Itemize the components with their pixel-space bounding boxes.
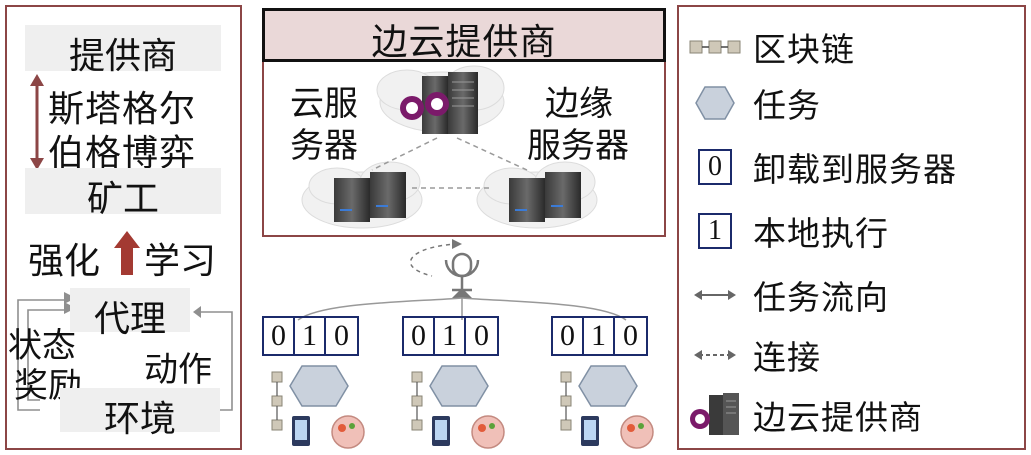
miner-group-3 [560,365,654,449]
miner-box [25,168,221,214]
offload-bit: 0 [623,319,638,352]
agent-box [70,288,190,332]
offload-bit: 0 [404,318,435,354]
offload-vector-3: 0 1 0 [551,316,648,356]
legend-local: 1 本地执行 [689,207,889,255]
access-point-graphic [297,239,627,321]
edge-server-label-1: 边缘 [545,84,613,124]
double-arrow-icon [30,74,44,170]
legend-connection: 连接 [689,331,821,379]
game-panel [5,5,242,450]
double-arrow-icon [694,290,736,300]
offload-bit: 0 [474,319,489,352]
legend-local-label: 本地执行 [753,214,889,253]
blockchain-icon [689,40,741,54]
legend-panel: 区块链 任务 0 卸载到服务器 1 本地执行 任务流向 [677,5,1026,450]
legend-task: 任务 [689,79,821,127]
offload-vector-2: 0 1 0 [402,316,499,356]
action-label: 动作 [144,350,212,390]
rl-left-label: 强化 [28,241,101,282]
miner-group-2 [411,365,505,449]
legend-provider: 边云提供商 [689,391,923,439]
legend-blockchain: 区块链 [689,23,855,71]
task-hexagon-icon [695,86,735,120]
environment-label: 环境 [103,399,176,440]
edge-server-label-2: 服务器 [527,126,629,166]
offload-zero-box: 0 [698,149,732,185]
legend-connection-label: 连接 [753,338,821,377]
provider-box [25,25,221,71]
legend-offload-label: 卸载到服务器 [753,150,957,189]
stackelberg-line-2: 伯格博弈 [48,133,197,174]
local-one-box: 1 [698,213,732,249]
agent-label: 代理 [93,299,166,340]
legend-blockchain-label: 区块链 [753,30,855,69]
offload-bit: 0 [264,318,295,354]
miner-label: 矿工 [86,179,159,220]
cloud-server-label-2: 务器 [290,126,358,166]
legend-task-flow: 任务流向 [689,271,889,319]
task-hexagon-icon [289,365,349,407]
server-icon [690,393,739,435]
stackelberg-line-1: 斯塔格尔 [48,89,197,130]
server-network-graphic [301,65,598,229]
provider-label: 提供商 [68,36,177,77]
offload-bit: 1 [295,318,326,354]
offload-bit: 1 [584,318,615,354]
legend-provider-label: 边云提供商 [753,398,923,437]
offload-bit: 0 [334,319,349,352]
legend-task-flow-label: 任务流向 [753,278,889,317]
offload-bit: 0 [553,318,584,354]
miner-group-1 [271,365,365,449]
task-hexagon-icon [429,365,489,407]
offload-vector-1: 0 1 0 [262,316,359,356]
offload-bit: 1 [435,318,466,354]
provider-title-box [262,8,666,62]
up-arrow-icon [114,231,140,275]
provider-title: 边云提供商 [371,22,557,63]
legend-task-label: 任务 [753,86,821,125]
state-label: 状态 [8,326,76,366]
task-hexagon-icon [578,365,638,407]
legend-offload: 0 卸载到服务器 [689,143,957,191]
rl-right-label: 学习 [144,241,217,282]
dashed-arrow-icon [694,350,736,360]
environment-box [60,388,220,432]
cloud-server-label-1: 云服 [290,84,358,124]
